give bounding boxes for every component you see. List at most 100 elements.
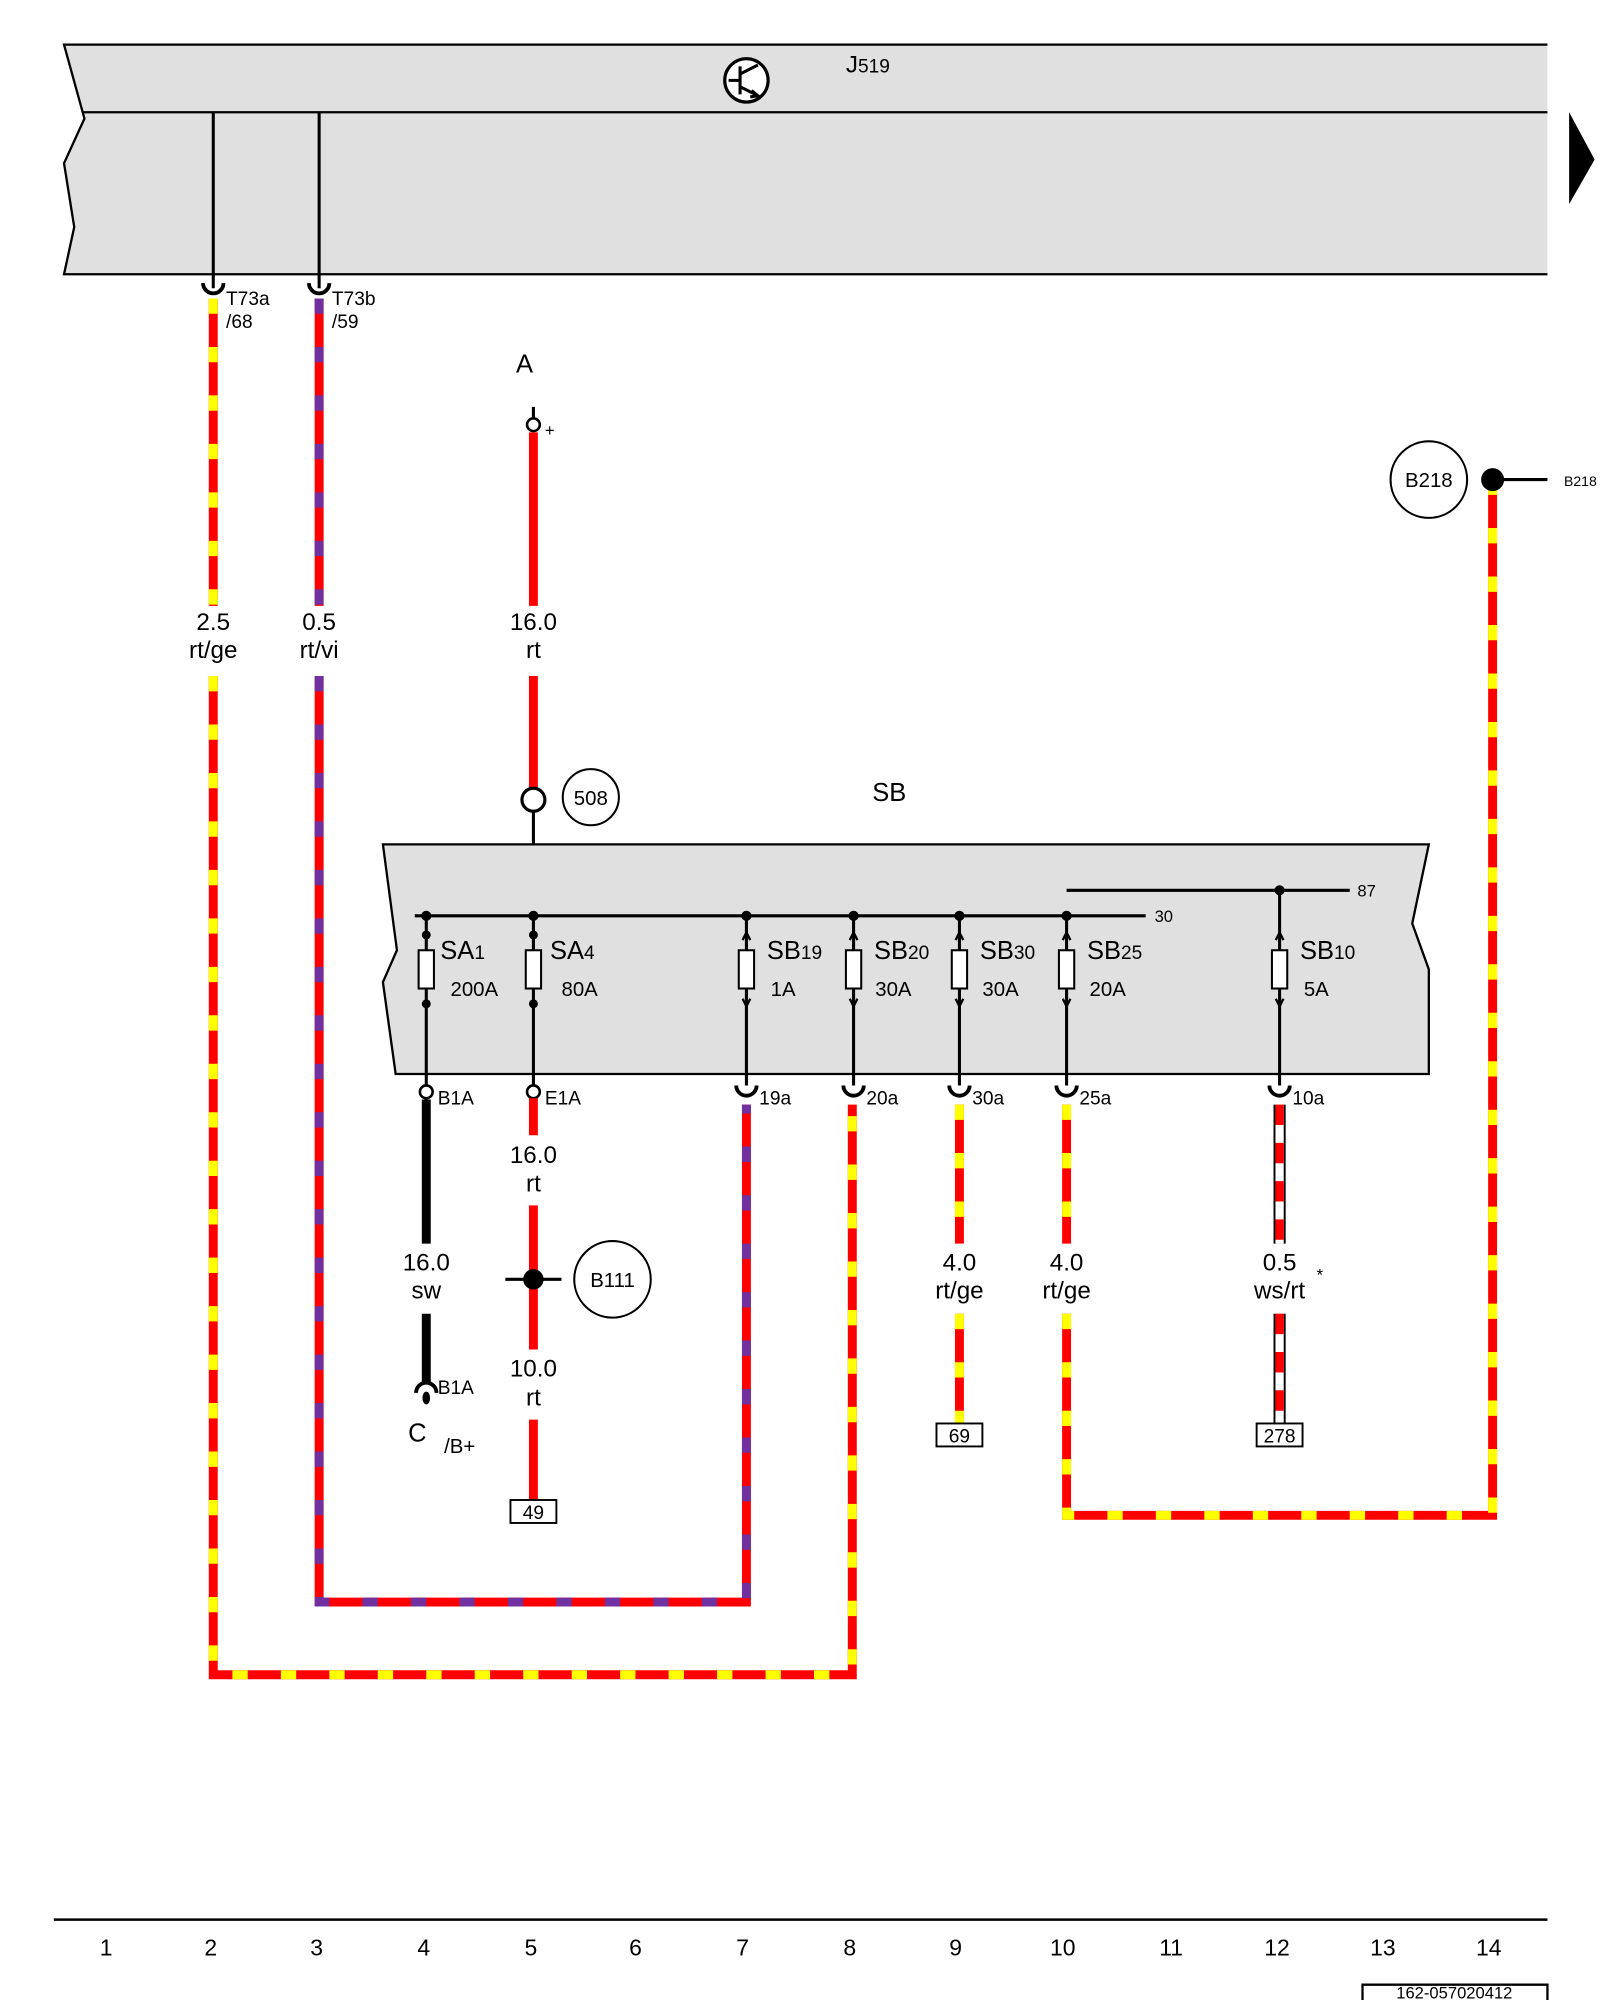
fuse-label: SB30 [980,937,1035,965]
wire-e1a-to-b111: 16.0 rt [510,1098,557,1280]
connection-tag-label: B111 [590,1270,635,1292]
connector-t73b: T73b /59 [307,112,376,333]
junction-dot [421,999,431,1009]
fuse-label: SB19 [767,937,822,965]
fuse-rating: 200A [451,979,499,1001]
fuse-element-icon [417,949,435,990]
fuse-carrier-label: SB [872,779,906,807]
fuse-prefix: SB [980,937,1014,965]
current-path-ref-69: 69 [935,1422,984,1448]
bus-30-label: 30 [1155,907,1173,926]
fuse-index: 10 [1334,943,1355,964]
fuse-prefix: SA [440,937,474,965]
pin-label: 30a [972,1089,1004,1110]
fuse-rating: 1A [771,979,796,1001]
wire-color: rt/vi [300,637,339,664]
grid-number: 12 [1264,1934,1290,1960]
fuse-prefix: SB [874,937,908,965]
fuse-carrier-outline [381,843,1431,1076]
connection-point-508: 508 [520,768,620,916]
wire-size: 10.0 [510,1355,557,1382]
fuse-element-icon [737,949,756,990]
fuse-sb19: SB19 1A [737,910,822,1086]
fuse-rating: 20A [1090,979,1127,1001]
pin-25a: 25a [1054,1085,1112,1110]
connector-name: T73b [332,289,376,310]
fuse-index: 4 [584,943,595,964]
connection-tag-label: B218 [1405,470,1453,492]
terminal-c: B1A C /B+ [408,1378,475,1458]
fuse-rating: 30A [875,979,912,1001]
terminal-c-name: /B+ [444,1436,475,1458]
plug-in-marks-icon [954,929,965,1009]
connector-cup-icon [201,282,226,296]
fuse-sb10: SB10 5A [1270,885,1355,1086]
connection-dot [523,1269,544,1290]
pin-label: E1A [545,1089,581,1110]
connection-tag-label: 508 [574,788,608,810]
wire-b1a-to-c: 16.0 sw [403,1099,450,1383]
fuse-element-icon [1057,949,1076,990]
wire-color: sw [411,1277,441,1304]
current-path-ref-49: 49 [509,1499,558,1524]
connection-tag [561,768,620,827]
continuation-label: B218 [1564,473,1597,489]
fuse-label: SB10 [1300,937,1355,965]
wire-color: rt/ge [189,637,237,664]
fuse-label: SB20 [874,937,929,965]
grid-number: 10 [1050,1934,1076,1960]
fuse-element-icon [524,949,543,990]
wire-size: 4.0 [943,1249,977,1276]
wire-color: rt [526,1170,541,1197]
wire-color: rt/ge [1042,1277,1090,1304]
wire-t73b-to-19a: 0.5 rt/vi [300,298,751,1607]
fuse-prefix: SB [767,937,801,965]
fuse-carrier-sb: SB 30 87 SA1 200A SA4 80A [381,779,1431,1110]
wire-color: ws/rt [1253,1277,1305,1304]
grid-number: 11 [1159,1934,1183,1960]
wire-size: 16.0 [510,1142,557,1169]
wire-stripe [314,298,751,1607]
ref-label: 69 [949,1427,970,1448]
wire-t73a-to-20a: 2.5 rt/ge [189,298,857,1680]
connector-cup-icon [1267,1085,1292,1098]
connector-cup-icon [734,1085,759,1098]
terminal-pin-icon [414,1380,439,1394]
wire-a-to-508: 16.0 rt [510,432,557,789]
grid-number: 6 [629,1934,642,1960]
pin-open-circle [418,1084,434,1100]
grid-number: 8 [843,1934,856,1960]
control-unit-j519: J519 [62,43,1595,276]
fuse-index: 20 [908,943,929,964]
grid-number: 5 [524,1934,537,1960]
terminal-a-label: A [516,350,533,378]
transistor-symbol-circle [723,57,770,104]
plug-in-marks-icon [1061,929,1072,1009]
connection-tag [1389,440,1469,519]
pin-label: B1A [438,1089,474,1110]
fuse-prefix: SB [1300,937,1334,965]
pin-label: 20a [866,1089,898,1110]
wire-10a-to-278: 0.5 ws/rt * [1253,1104,1324,1424]
fuse-index: 19 [801,943,822,964]
fuse-sa1: SA1 200A [417,910,499,1086]
fuse-element-icon [844,949,863,990]
fuse-index: 30 [1014,943,1035,964]
fuse-sb30: SB30 30A [950,910,1035,1086]
connection-point-b218: B218 B218 [1389,440,1597,519]
fuse-element-icon [950,949,969,990]
fuse-label: SA1 [440,937,485,965]
ref-label: 278 [1264,1427,1296,1448]
wire-size: 2.5 [196,609,230,636]
connection-dot [1481,468,1505,492]
wire-30a-to-69: 4.0 rt/ge [935,1104,984,1424]
fuse-rating: 5A [1304,979,1329,1001]
fuse-rating: 80A [561,979,598,1001]
ref-box [1255,1422,1304,1448]
control-unit-housing [64,44,1548,275]
wire-size: 4.0 [1050,1249,1084,1276]
fuse-index: 25 [1121,943,1142,964]
grid-number: 13 [1370,1934,1396,1960]
wire-size: 0.5 [1263,1249,1297,1276]
